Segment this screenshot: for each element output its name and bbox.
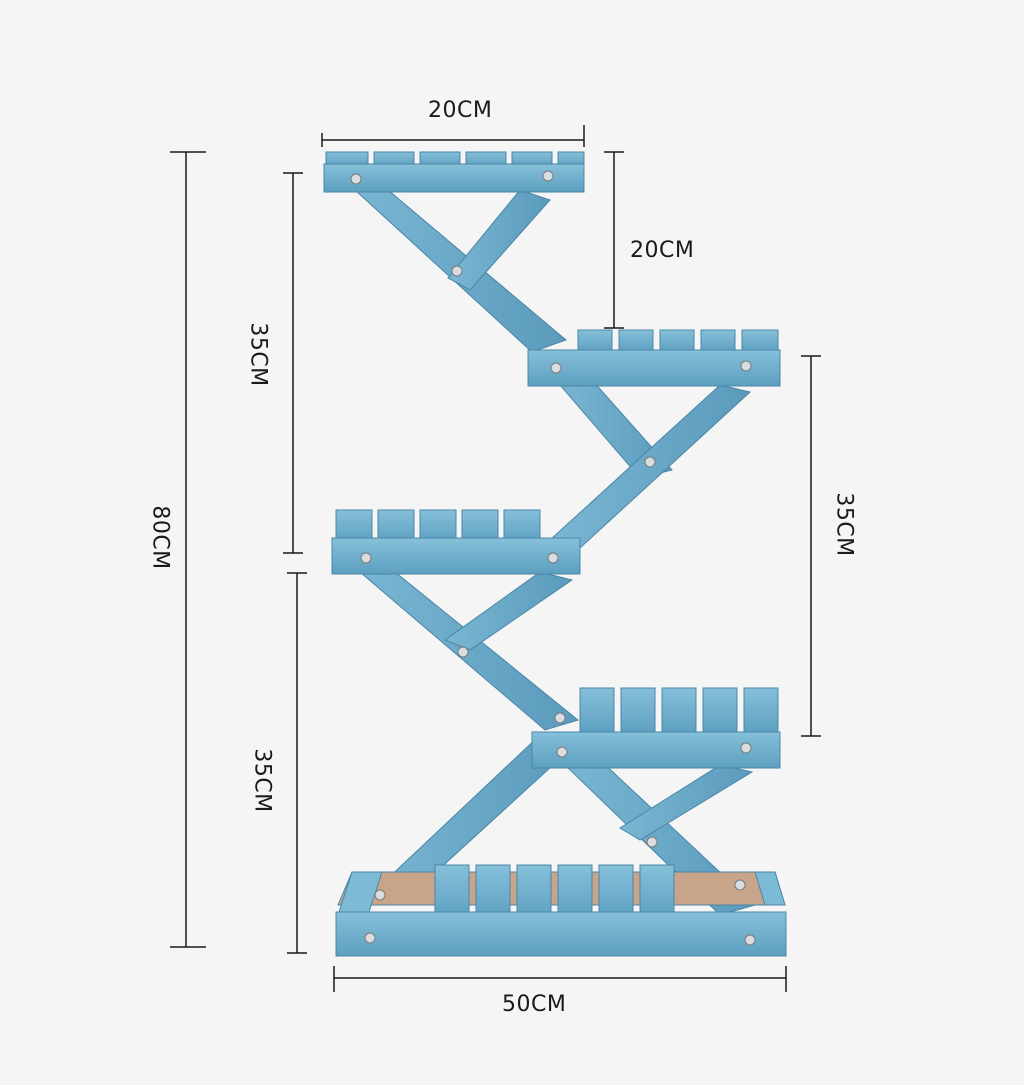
shelf-3 <box>331 509 581 575</box>
shelf-1 <box>323 151 585 193</box>
shelf-2 <box>527 329 781 387</box>
left-lower-height-label: 35CM <box>249 748 275 813</box>
right-middle-height-label: 35CM <box>831 492 857 557</box>
left-upper-height-label: 35CM <box>245 322 271 387</box>
bolts <box>374 265 746 901</box>
upper-gap-label: 20CM <box>630 238 695 263</box>
top-width-label: 20CM <box>428 98 493 123</box>
shelf-4 <box>531 687 781 769</box>
base-width-label: 50CM <box>502 992 567 1017</box>
total-height-label: 80CM <box>147 505 173 570</box>
base-shelf <box>335 864 787 957</box>
dimension-lines <box>170 125 821 992</box>
